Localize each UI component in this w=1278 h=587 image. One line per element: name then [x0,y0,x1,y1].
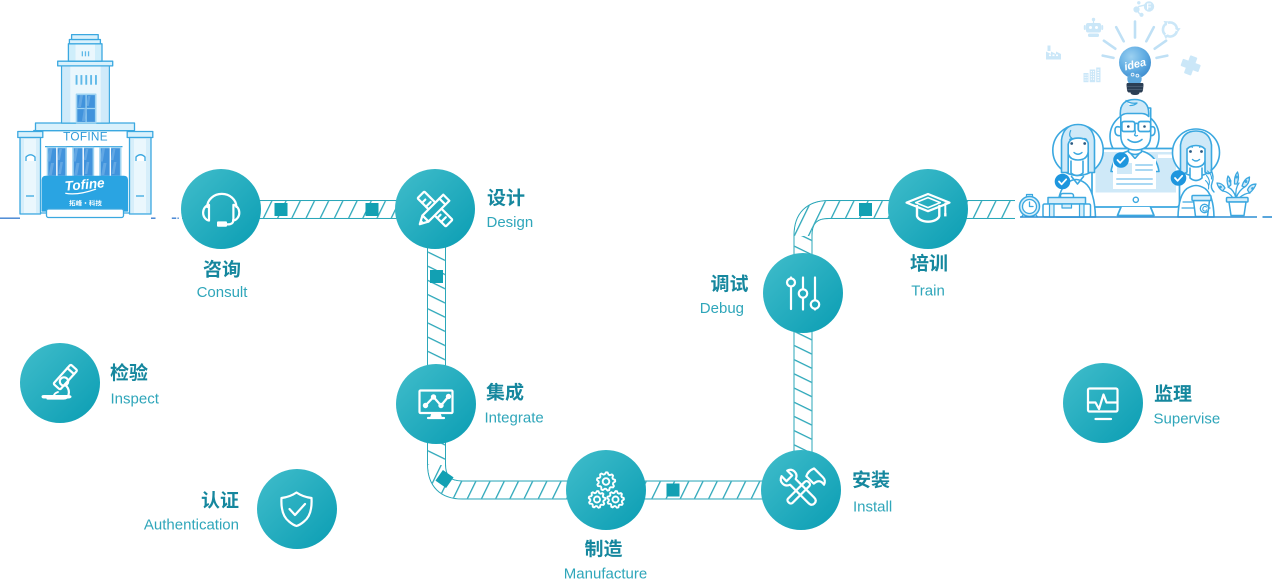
svg-text:Supervise: Supervise [1154,411,1221,428]
svg-text:F: F [1147,3,1152,12]
svg-text:Consult: Consult [197,284,249,301]
svg-text:Manufacture: Manufacture [564,566,647,583]
svg-text:idea: idea [1123,56,1147,73]
svg-text:Debug: Debug [700,300,744,317]
svg-text:Design: Design [487,214,534,231]
svg-text:Install: Install [853,499,892,516]
svg-text:Authentication: Authentication [144,517,239,534]
svg-text:Train: Train [911,283,945,300]
svg-text:TOFINE: TOFINE [63,130,108,144]
svg-text:Integrate: Integrate [485,410,544,427]
svg-text:Inspect: Inspect [111,391,160,408]
